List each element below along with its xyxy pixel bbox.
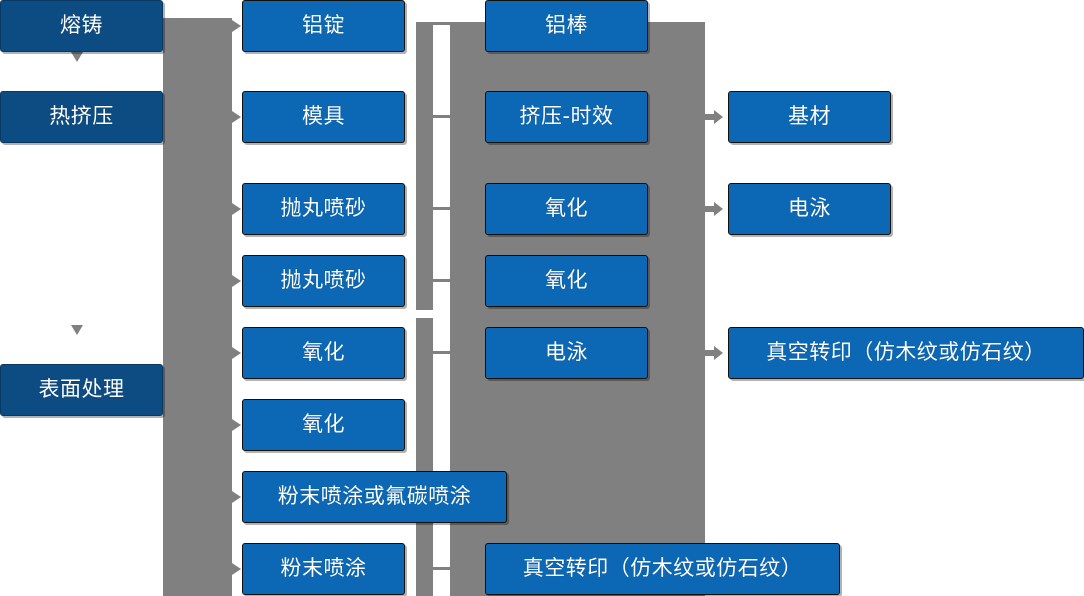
output-electrophoresis-label: 电泳: [788, 196, 831, 221]
process-oxidation-1[interactable]: 氧化: [485, 183, 648, 235]
step-mould-label: 模具: [302, 104, 345, 129]
step-shot-blasting-2-label: 抛丸喷砂: [280, 268, 367, 293]
step-oxidation-1[interactable]: 氧化: [242, 327, 405, 379]
stage-to-step-bus: [71, 18, 241, 596]
stage-hot-extrusion[interactable]: 热挤压: [0, 91, 163, 143]
output-vacuum-transfer-printing-label: 真空转印（仿木纹或仿石纹）: [766, 340, 1046, 365]
process-vacuum-transfer-printing-label: 真空转印（仿木纹或仿石纹）: [522, 556, 803, 581]
stage-melting-casting-label: 熔铸: [60, 13, 103, 38]
process-to-output-arrows: [703, 110, 723, 360]
step-powder-coating-label: 粉末喷涂: [280, 556, 367, 581]
step-oxidation-2[interactable]: 氧化: [242, 399, 405, 451]
step-shot-blasting-2[interactable]: 抛丸喷砂: [242, 255, 405, 307]
output-electrophoresis[interactable]: 电泳: [728, 183, 891, 235]
process-extrusion-aging[interactable]: 挤压-时效: [485, 91, 648, 143]
stage-surface-treatment-label: 表面处理: [38, 377, 125, 402]
process-electrophoresis[interactable]: 电泳: [485, 327, 648, 379]
step-powder-coating[interactable]: 粉末喷涂: [242, 543, 405, 595]
output-base-material-label: 基材: [788, 104, 831, 129]
stage-to-step-arrowheads: [232, 20, 241, 575]
process-electrophoresis-label: 电泳: [545, 340, 588, 365]
step-oxidation-1-label: 氧化: [302, 340, 345, 365]
process-oxidation-2[interactable]: 氧化: [485, 255, 648, 307]
process-vacuum-transfer-printing[interactable]: 真空转印（仿木纹或仿石纹）: [485, 543, 840, 595]
process-oxidation-2-label: 氧化: [545, 268, 588, 293]
stage-hot-extrusion-label: 热挤压: [49, 104, 114, 129]
process-aluminium-bar-label: 铝棒: [545, 13, 588, 38]
step-powder-or-fluorocarbon-coating-label: 粉末喷涂或氟碳喷涂: [277, 484, 472, 509]
stage-surface-treatment[interactable]: 表面处理: [0, 364, 163, 416]
process-oxidation-1-label: 氧化: [545, 196, 588, 221]
step-powder-or-fluorocarbon-coating[interactable]: 粉末喷涂或氟碳喷涂: [242, 471, 507, 523]
step-aluminium-ingot[interactable]: 铝锭: [242, 0, 405, 52]
output-vacuum-transfer-printing[interactable]: 真空转印（仿木纹或仿石纹）: [728, 327, 1084, 379]
step-mould[interactable]: 模具: [242, 91, 405, 143]
step-shot-blasting-1[interactable]: 抛丸喷砂: [242, 183, 405, 235]
stage-melting-casting[interactable]: 熔铸: [0, 0, 163, 52]
step-oxidation-2-label: 氧化: [302, 412, 345, 437]
step-shot-blasting-1-label: 抛丸喷砂: [280, 196, 367, 221]
process-extrusion-aging-label: 挤压-时效: [519, 104, 614, 129]
process-aluminium-bar[interactable]: 铝棒: [485, 0, 648, 52]
output-base-material[interactable]: 基材: [728, 91, 891, 143]
step-aluminium-ingot-label: 铝锭: [302, 13, 345, 38]
